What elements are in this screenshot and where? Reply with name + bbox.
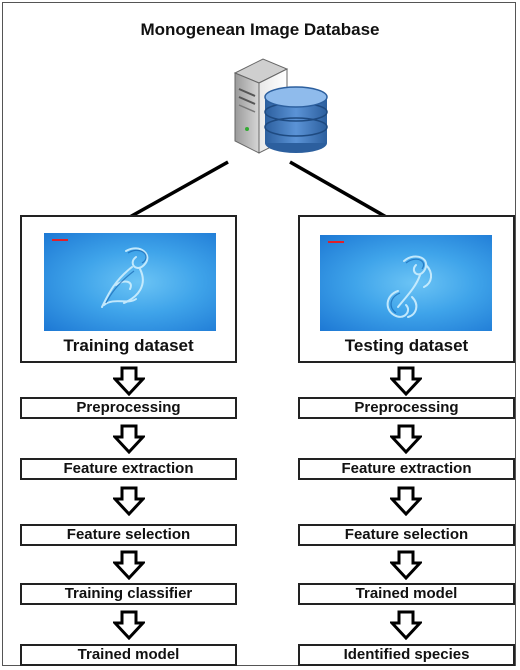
- left-step-training-classifier: Training classifier: [20, 583, 237, 605]
- down-arrow-icon: [390, 550, 422, 580]
- down-arrow-icon: [390, 486, 422, 516]
- left-step-trained-model: Trained model: [20, 644, 237, 666]
- right-step-trained-model: Trained model: [298, 583, 515, 605]
- down-arrow-icon: [390, 366, 422, 396]
- down-arrow-icon: [390, 424, 422, 454]
- left-step-feature-selection: Feature selection: [20, 524, 237, 546]
- testing-dataset-panel: Testing dataset: [298, 215, 515, 363]
- diagram-frame: [2, 2, 516, 666]
- scale-bar: [328, 241, 344, 247]
- monogenean-specimen: [386, 255, 432, 318]
- right-step-feature-selection: Feature selection: [298, 524, 515, 546]
- right-step-preprocessing: Preprocessing: [298, 397, 515, 419]
- server-database-icon: [233, 58, 328, 154]
- down-arrow-icon: [113, 424, 145, 454]
- microscope-image: [320, 235, 492, 331]
- left-step-feature-extraction: Feature extraction: [20, 458, 237, 480]
- training-dataset-label: Training dataset: [63, 336, 194, 355]
- down-arrow-icon: [113, 550, 145, 580]
- left-step-preprocessing: Preprocessing: [20, 397, 237, 419]
- testing-dataset-label: Testing dataset: [344, 336, 469, 355]
- down-arrow-icon: [390, 610, 422, 640]
- microscope-image: [44, 233, 216, 331]
- scale-bar: [52, 239, 68, 245]
- monogenean-specimen: [101, 247, 149, 308]
- diagram-title: Monogenean Image Database: [140, 20, 380, 39]
- down-arrow-icon: [113, 610, 145, 640]
- down-arrow-icon: [113, 366, 145, 396]
- right-step-feature-extraction: Feature extraction: [298, 458, 515, 480]
- connector-left: [127, 160, 229, 220]
- right-step-identified-species: Identified species: [298, 644, 515, 666]
- connector-right: [289, 160, 389, 220]
- training-dataset-panel: Training dataset: [20, 215, 237, 363]
- down-arrow-icon: [113, 486, 145, 516]
